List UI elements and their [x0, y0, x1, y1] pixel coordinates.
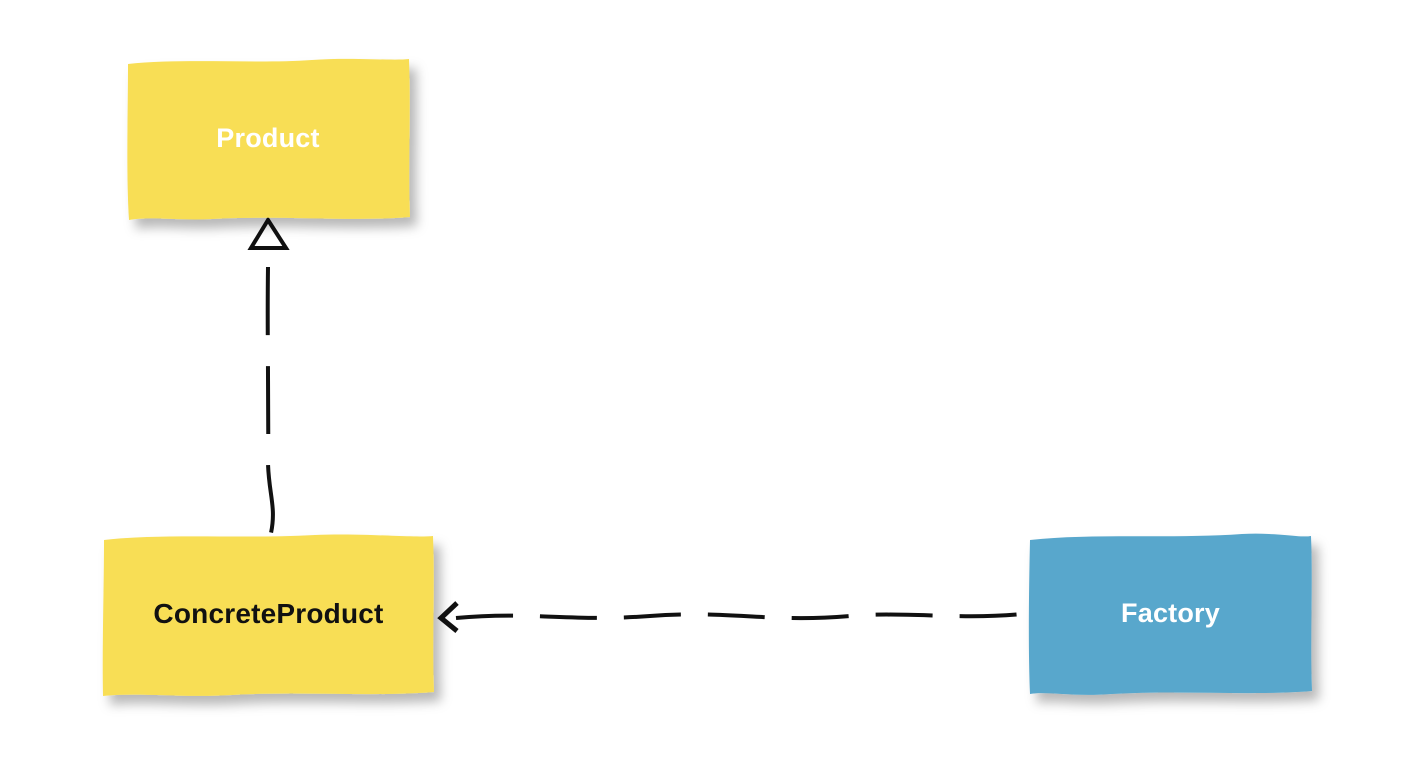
open-arrowhead	[437, 601, 459, 633]
dependency-dashed-line[interactable]	[455, 611, 1032, 621]
node-concrete-product[interactable]	[102, 534, 434, 696]
edge-realization[interactable]	[247, 216, 290, 534]
node-factory-shape[interactable]	[1028, 533, 1312, 695]
node-concrete-product-shape[interactable]	[102, 534, 434, 696]
node-product[interactable]	[127, 58, 411, 221]
hollow-triangle-arrowhead	[247, 216, 290, 250]
edge-dependency[interactable]	[437, 601, 1032, 633]
node-product-shape[interactable]	[127, 58, 411, 221]
node-factory[interactable]	[1028, 533, 1312, 695]
realization-dashed-line[interactable]	[265, 266, 275, 534]
